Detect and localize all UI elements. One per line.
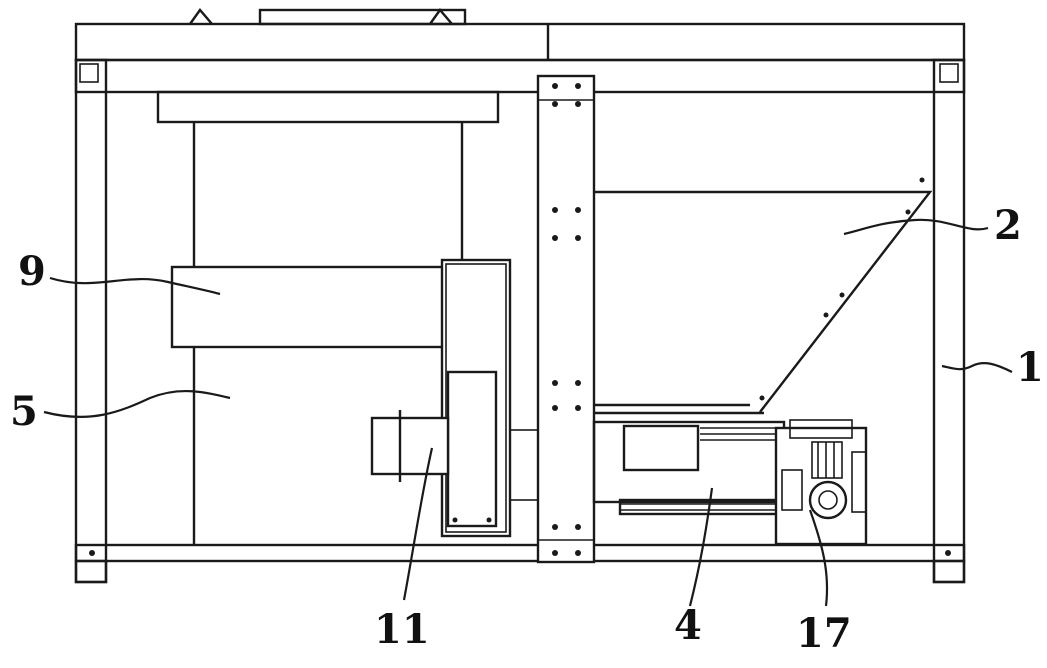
vertical-post bbox=[538, 76, 594, 562]
top-cover bbox=[76, 10, 964, 60]
callout-9: 9 bbox=[18, 252, 46, 292]
callout-17: 17 bbox=[796, 614, 852, 654]
motor-part-17 bbox=[776, 420, 866, 544]
callout-2: 2 bbox=[994, 206, 1022, 246]
callout-1: 1 bbox=[1016, 348, 1044, 388]
callout-5: 5 bbox=[10, 392, 38, 432]
callout-11: 11 bbox=[374, 610, 430, 650]
block-part-9 bbox=[172, 267, 468, 347]
conveyor-part-4 bbox=[594, 422, 784, 514]
hopper-part-2 bbox=[594, 178, 930, 414]
callout-4: 4 bbox=[674, 606, 702, 646]
